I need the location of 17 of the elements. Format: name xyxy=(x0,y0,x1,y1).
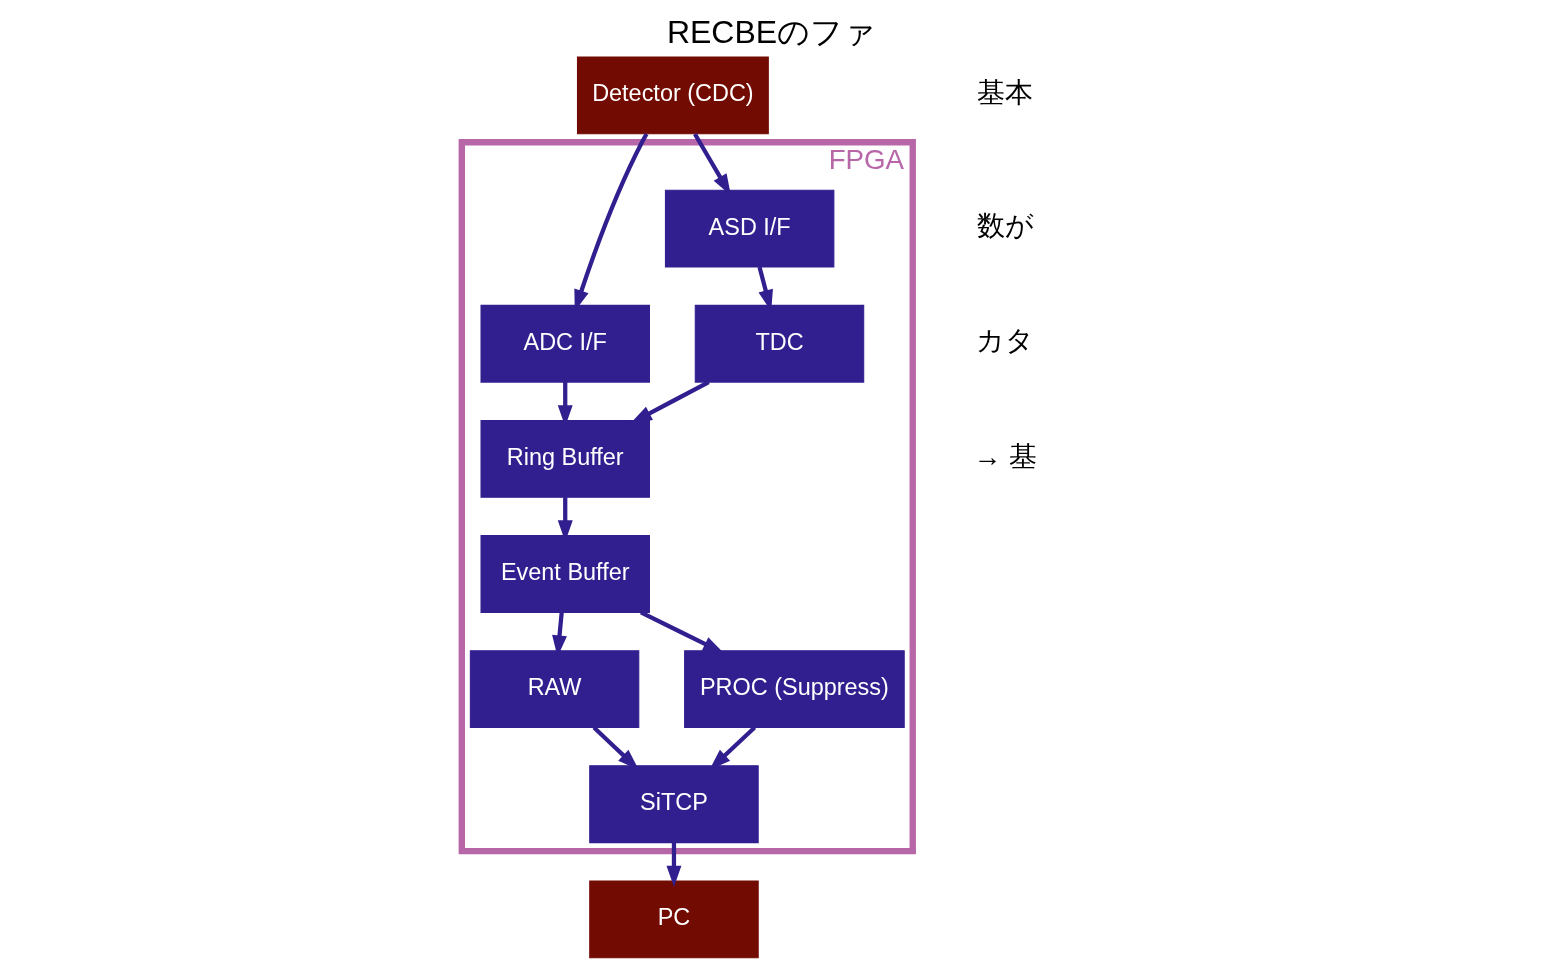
node-box: TDC xyxy=(694,304,864,383)
label: → 基 xyxy=(973,440,1037,472)
node-box: PROC (Suppress) xyxy=(683,649,905,728)
arrow xyxy=(630,379,710,423)
node-box: ASD I/F xyxy=(664,189,834,267)
diagram-title: RECBEのファ xyxy=(666,13,876,50)
label: 基本 xyxy=(976,76,1033,108)
node-box: Ring Buffer xyxy=(480,419,650,498)
node-box: SiTCP xyxy=(588,764,759,843)
node-box: ADC I/F xyxy=(480,304,650,383)
label: 数が xyxy=(976,209,1034,241)
node-box: RAW xyxy=(469,649,639,728)
label: カタ xyxy=(975,324,1034,356)
arrow xyxy=(665,842,681,887)
node-box: Detector (CDC) xyxy=(576,55,769,134)
node-box: PC xyxy=(588,879,759,958)
node-box: Event Buffer xyxy=(480,534,650,613)
